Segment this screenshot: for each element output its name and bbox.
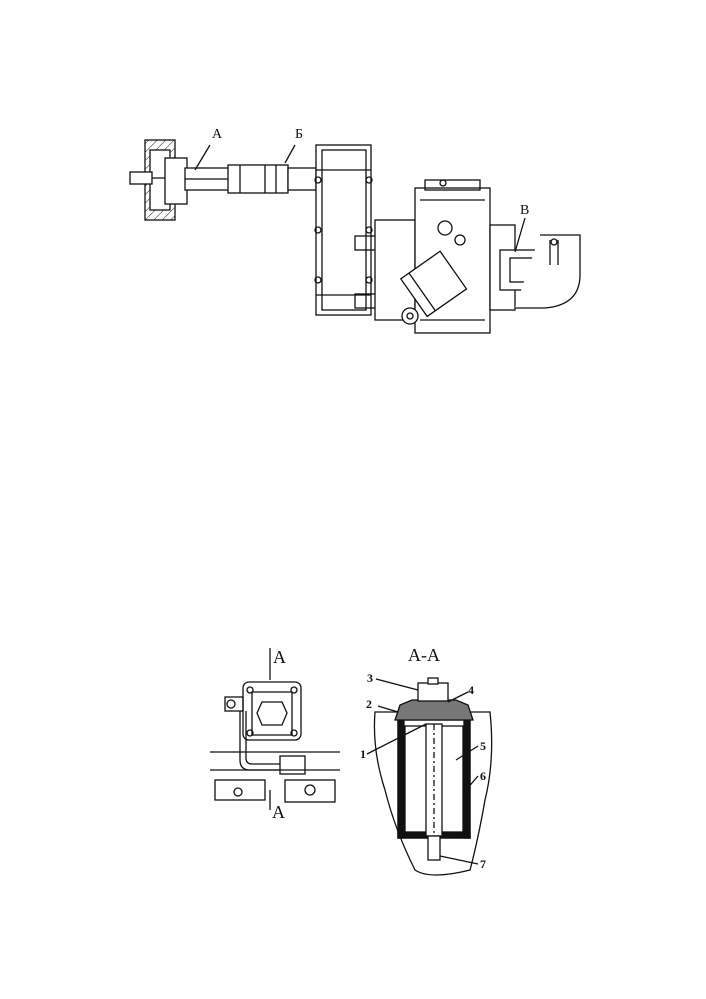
part-label-7: 7 [480,857,486,871]
part-label-1: 1 [360,747,366,761]
part-label-4: 4 [468,683,474,697]
part-label-3: 3 [367,671,373,685]
section-title: А-А [408,645,440,665]
callout-b: Б [295,127,304,142]
part-label-5: 5 [480,739,486,753]
section-mark-top: А [273,647,286,667]
part-label-2: 2 [366,697,372,711]
section-mark-bottom: А [272,802,285,822]
part-label-6: 6 [480,769,486,783]
callout-a: А [212,127,223,142]
callout-v: В [520,203,530,218]
